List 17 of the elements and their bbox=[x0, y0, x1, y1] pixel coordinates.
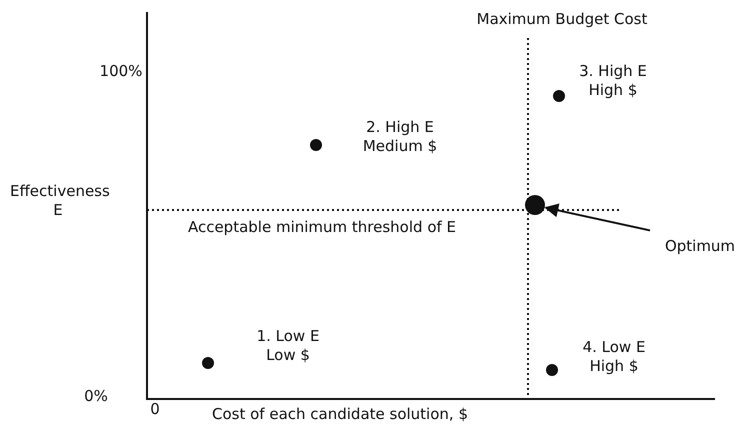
point-label: 4. Low E High $ bbox=[582, 338, 646, 376]
axis-title: Cost of each candidate solution, $ bbox=[211, 405, 469, 424]
tick-label: 0% bbox=[83, 387, 109, 406]
point-label: 2. High E Medium $ bbox=[362, 118, 438, 156]
axis-annotation: Acceptable minimum threshold of E bbox=[186, 218, 458, 237]
axis-annotation: Maximum Budget Cost bbox=[476, 10, 648, 29]
callout-text: Optimum bbox=[655, 237, 744, 256]
data-point bbox=[310, 139, 322, 151]
data-point bbox=[525, 195, 545, 215]
data-point bbox=[202, 357, 214, 369]
data-point bbox=[553, 90, 565, 102]
data-point bbox=[546, 364, 558, 376]
point-label: 3. High E High $ bbox=[578, 62, 648, 100]
tick-label: 0 bbox=[149, 400, 161, 419]
arrow bbox=[544, 204, 650, 232]
point-label: 1. Low E Low $ bbox=[256, 327, 320, 365]
tick-label: 100% bbox=[98, 62, 144, 81]
